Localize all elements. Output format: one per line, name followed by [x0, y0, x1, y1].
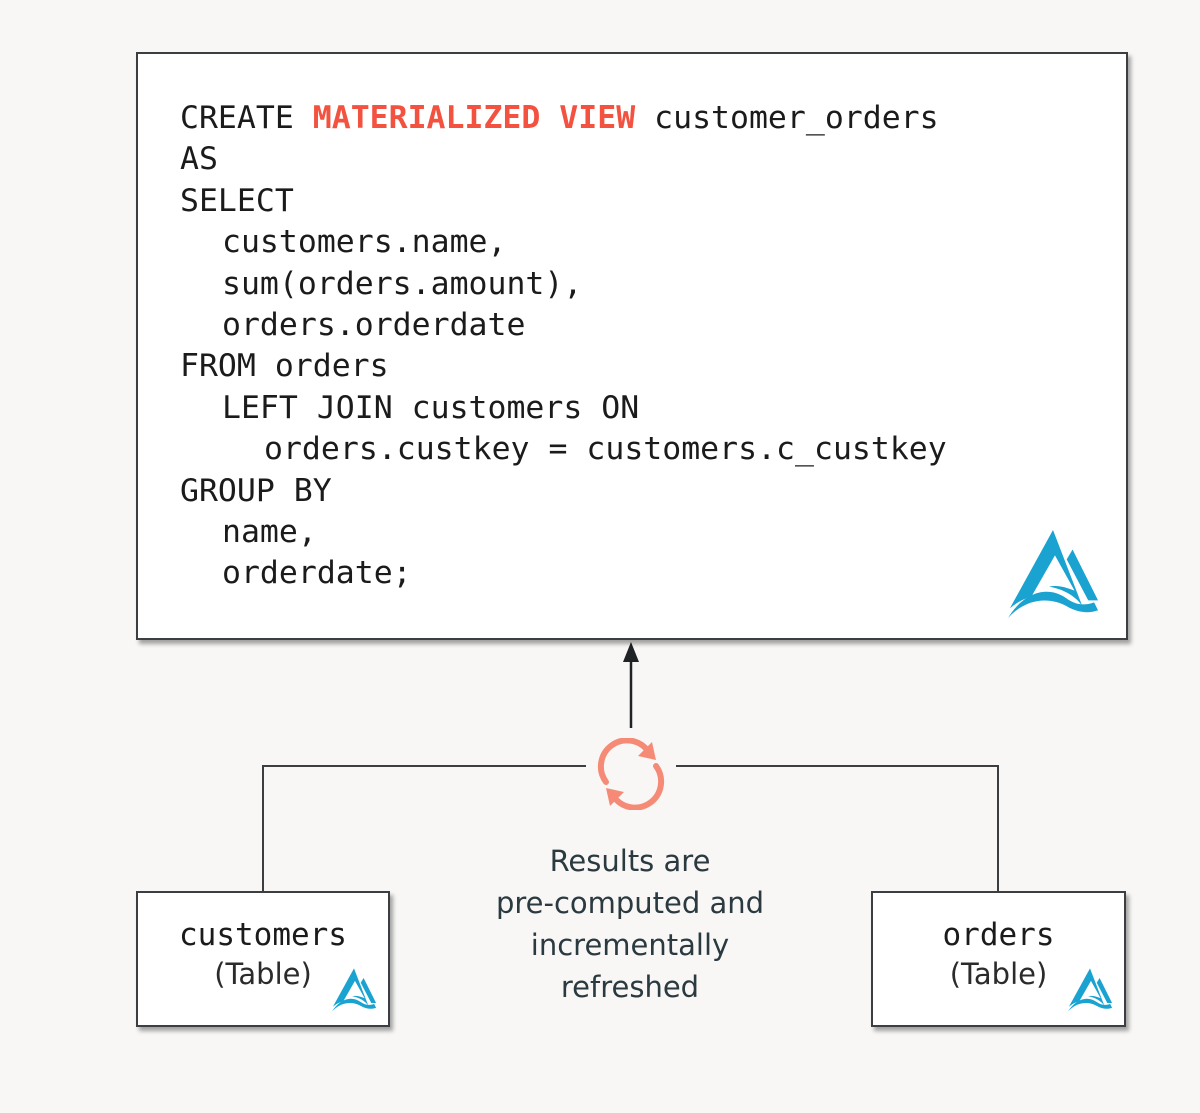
sql-line-2: AS [180, 141, 218, 178]
sql-line-10: GROUP BY [180, 472, 332, 509]
sql-line-1: CREATE MATERIALIZED VIEW customer_orders [180, 98, 947, 139]
sql-line-7: FROM orders [180, 348, 389, 385]
caption-line-4: refreshed [560, 970, 700, 1004]
refresh-cycle-icon [597, 738, 665, 810]
sql-keyword-create: CREATE [180, 100, 313, 136]
sql-line-4: customers.name, [222, 224, 507, 261]
sql-view-name: customer_orders [635, 100, 939, 136]
delta-logo-icon [1067, 968, 1113, 1012]
sql-code: CREATE MATERIALIZED VIEW customer_orders… [180, 98, 947, 595]
sql-line-9: orders.custkey = customers.c_custkey [264, 431, 947, 468]
customers-table-name: customers [179, 917, 347, 953]
sql-line-5: sum(orders.amount), [222, 265, 583, 302]
sql-line-8: LEFT JOIN customers ON [222, 389, 640, 426]
orders-table-type: (Table) [949, 957, 1048, 991]
sql-line-6: orders.orderdate [222, 307, 526, 344]
sql-keyword-materialized-view: MATERIALIZED VIEW [312, 100, 636, 136]
customers-table-type: (Table) [214, 957, 312, 991]
sql-line-12: orderdate; [222, 555, 412, 592]
materialized-view-sql-box: CREATE MATERIALIZED VIEW customer_orders… [136, 52, 1128, 640]
orders-table-box: orders (Table) [871, 891, 1126, 1027]
customers-table-box: customers (Table) [136, 891, 390, 1027]
caption-line-1: Results are [549, 844, 711, 878]
refresh-caption: Results are pre-computed and incremental… [430, 840, 830, 1008]
orders-table-name: orders [942, 917, 1055, 953]
sql-line-11: name, [222, 514, 317, 551]
delta-logo-icon [331, 968, 377, 1012]
connector-orders [676, 765, 999, 891]
sql-line-3: SELECT [180, 182, 294, 219]
delta-logo-icon [1007, 529, 1099, 619]
caption-line-2: pre-computed and [495, 886, 765, 920]
connector-customers [262, 765, 586, 891]
arrow-up-icon [623, 642, 639, 662]
caption-line-3: incrementally [530, 928, 730, 962]
